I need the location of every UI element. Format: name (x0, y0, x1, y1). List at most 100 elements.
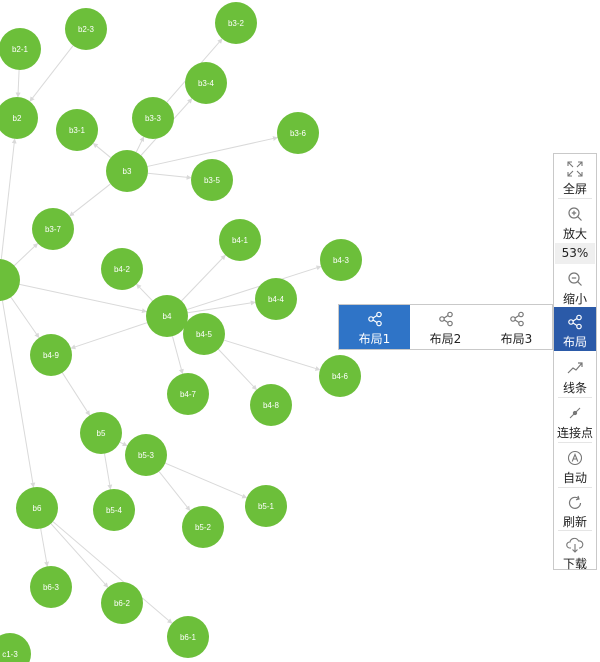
divider (558, 442, 592, 443)
graph-node-b3-1[interactable]: b3-1 (56, 109, 98, 151)
connect-points-button[interactable]: 连接点 (554, 398, 596, 442)
node-circle[interactable] (167, 373, 209, 415)
node-circle[interactable] (319, 355, 361, 397)
graph-node-b4-7[interactable]: b4-7 (167, 373, 209, 415)
graph-edge (171, 336, 184, 375)
node-circle[interactable] (101, 248, 143, 290)
graph-node-b5[interactable]: b5 (80, 412, 122, 454)
layout-option-3[interactable]: 布局3 (481, 305, 552, 349)
node-circle[interactable] (93, 489, 135, 531)
lines-button[interactable]: 线条 (554, 353, 596, 397)
graph-node-b3[interactable]: b3 (106, 150, 148, 192)
graph-edge (187, 300, 256, 314)
node-circle[interactable] (182, 506, 224, 548)
node-circle[interactable] (245, 485, 287, 527)
node-circle[interactable] (106, 150, 148, 192)
graph-node-b6-3[interactable]: b6-3 (30, 566, 72, 608)
node-circle[interactable] (250, 384, 292, 426)
graph-node-b3-7[interactable]: b3-7 (32, 208, 74, 250)
graph-node-b4-3[interactable]: b4-3 (320, 239, 362, 281)
graph-node-b4-5[interactable]: b4-5 (183, 313, 225, 355)
node-circle[interactable] (167, 616, 209, 658)
graph-edge (104, 453, 113, 490)
graph-node-b2-1[interactable]: b2-1 (0, 28, 41, 70)
graph-node-b4-4[interactable]: b4-4 (255, 278, 297, 320)
node-circle[interactable] (30, 566, 72, 608)
node-circle[interactable] (277, 112, 319, 154)
graph-edge (223, 339, 321, 371)
graph-edge (181, 254, 226, 302)
graph-edge (61, 372, 91, 416)
node-label: b3-2 (228, 19, 245, 28)
node-circle[interactable] (146, 295, 188, 337)
zoom-in-icon (567, 205, 583, 223)
graph-node-b6[interactable]: b6 (16, 487, 58, 529)
zoom-out-button[interactable]: 缩小 (554, 264, 596, 308)
node-circle[interactable] (0, 97, 38, 139)
refresh-button[interactable]: 刷新 (554, 488, 596, 530)
node-circle[interactable] (183, 313, 225, 355)
node-label: b2-3 (78, 25, 95, 34)
graph-node-b4-2[interactable]: b4-2 (101, 248, 143, 290)
graph-node-b5-4[interactable]: b5-4 (93, 489, 135, 531)
node-label: b4 (163, 312, 172, 321)
node-label: b3-7 (45, 225, 62, 234)
node-circle[interactable] (191, 159, 233, 201)
graph-node-b2[interactable]: b2 (0, 97, 38, 139)
node-circle[interactable] (125, 434, 167, 476)
zoom-in-button[interactable]: 放大 (554, 199, 596, 243)
download-button[interactable]: 下载 (554, 531, 596, 571)
node-circle[interactable] (320, 239, 362, 281)
graph-node-c1-3[interactable]: c1-3 (0, 633, 31, 662)
graph-node-b3-4[interactable]: b3-4 (185, 62, 227, 104)
graph-node-b5-3[interactable]: b5-3 (125, 434, 167, 476)
node-circle[interactable] (132, 97, 174, 139)
node-circle[interactable] (219, 219, 261, 261)
graph-node-b3-6[interactable]: b3-6 (277, 112, 319, 154)
fullscreen-button[interactable]: 全屏 (554, 154, 596, 198)
graph-node-b4[interactable]: b4 (146, 295, 188, 337)
node-label: b4-3 (333, 256, 350, 265)
node-circle[interactable] (30, 334, 72, 376)
node-circle[interactable] (80, 412, 122, 454)
node-circle[interactable] (255, 278, 297, 320)
auto-button[interactable]: 自动 (554, 443, 596, 487)
layout-option-3-label: 布局3 (500, 332, 533, 346)
download-label: 下载 (562, 557, 587, 571)
graph-node-b4-8[interactable]: b4-8 (250, 384, 292, 426)
node-circle[interactable] (101, 582, 143, 624)
graph-edge (13, 243, 39, 266)
node-circle[interactable] (0, 259, 20, 301)
graph-node-b3-2[interactable]: b3-2 (215, 2, 257, 44)
layout-label: 布局 (562, 335, 587, 349)
node-circle[interactable] (215, 2, 257, 44)
graph-node-b6-2[interactable]: b6-2 (101, 582, 143, 624)
graph-node-b2-3[interactable]: b2-3 (65, 8, 107, 50)
layout-option-1[interactable]: 布局1 (339, 305, 410, 349)
node-circle[interactable] (65, 8, 107, 50)
cloud-download-icon (566, 537, 584, 553)
node-circle[interactable] (56, 109, 98, 151)
graph-node-b4-1[interactable]: b4-1 (219, 219, 261, 261)
graph-node-b5-2[interactable]: b5-2 (182, 506, 224, 548)
graph-node-b6-1[interactable]: b6-1 (167, 616, 209, 658)
node-circle[interactable] (0, 28, 41, 70)
graph-node-b3-3[interactable]: b3-3 (132, 97, 174, 139)
graph-node-hub[interactable] (0, 259, 20, 301)
layout-option-2[interactable]: 布局2 (410, 305, 481, 349)
layout-button[interactable]: 布局 (554, 307, 596, 351)
graph-node-b4-6[interactable]: b4-6 (319, 355, 361, 397)
node-label: b3-3 (145, 114, 162, 123)
graph-node-b3-5[interactable]: b3-5 (191, 159, 233, 201)
node-circle[interactable] (16, 487, 58, 529)
node-circle[interactable] (0, 633, 31, 662)
fullscreen-label: 全屏 (562, 182, 587, 196)
graph-edge (135, 136, 145, 153)
share-icon (438, 311, 454, 327)
node-circle[interactable] (32, 208, 74, 250)
node-circle[interactable] (185, 62, 227, 104)
graph-node-b5-1[interactable]: b5-1 (245, 485, 287, 527)
divider (558, 487, 592, 488)
graph-node-b4-9[interactable]: b4-9 (30, 334, 72, 376)
